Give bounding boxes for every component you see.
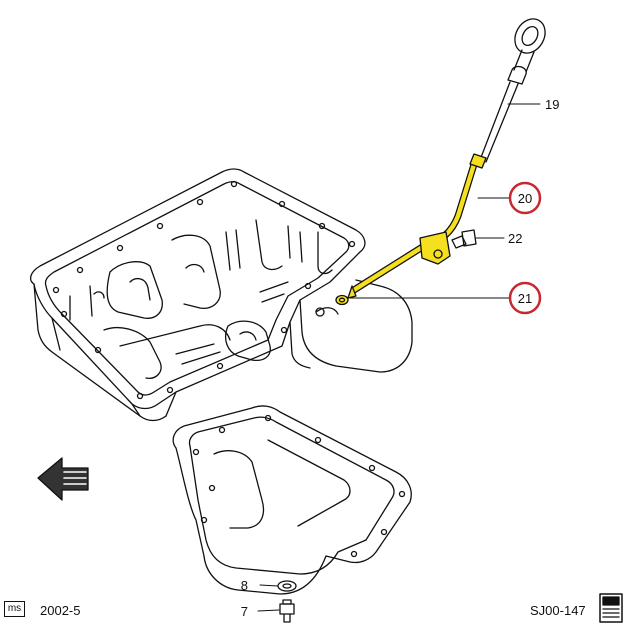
- diagram-code: SJ00-147: [530, 603, 586, 618]
- drain-gasket: [277, 580, 297, 592]
- book-icon: [599, 593, 623, 623]
- callout-22: 22: [508, 231, 522, 246]
- oil-level-gauge-guide: [347, 153, 487, 299]
- lower-oil-pan: [172, 405, 412, 595]
- callout-8: 8: [241, 578, 248, 593]
- upper-oil-pan: [29, 168, 413, 422]
- callout-19: 19: [545, 97, 559, 112]
- dipstick: [479, 18, 546, 163]
- circle-callout-20: [508, 181, 542, 215]
- ms-badge: ms: [4, 601, 25, 617]
- leader-lines: [257, 103, 541, 612]
- drain-plug: [279, 599, 295, 623]
- callout-7: 7: [241, 604, 248, 619]
- guide-bolt: [451, 229, 477, 249]
- callout-21: 21: [518, 291, 532, 306]
- circle-callout-21: [508, 281, 542, 315]
- callout-20: 20: [518, 191, 532, 206]
- o-ring: [335, 294, 349, 306]
- diagram-date: 2002-5: [40, 603, 81, 618]
- fwd-arrow-icon: [37, 457, 89, 501]
